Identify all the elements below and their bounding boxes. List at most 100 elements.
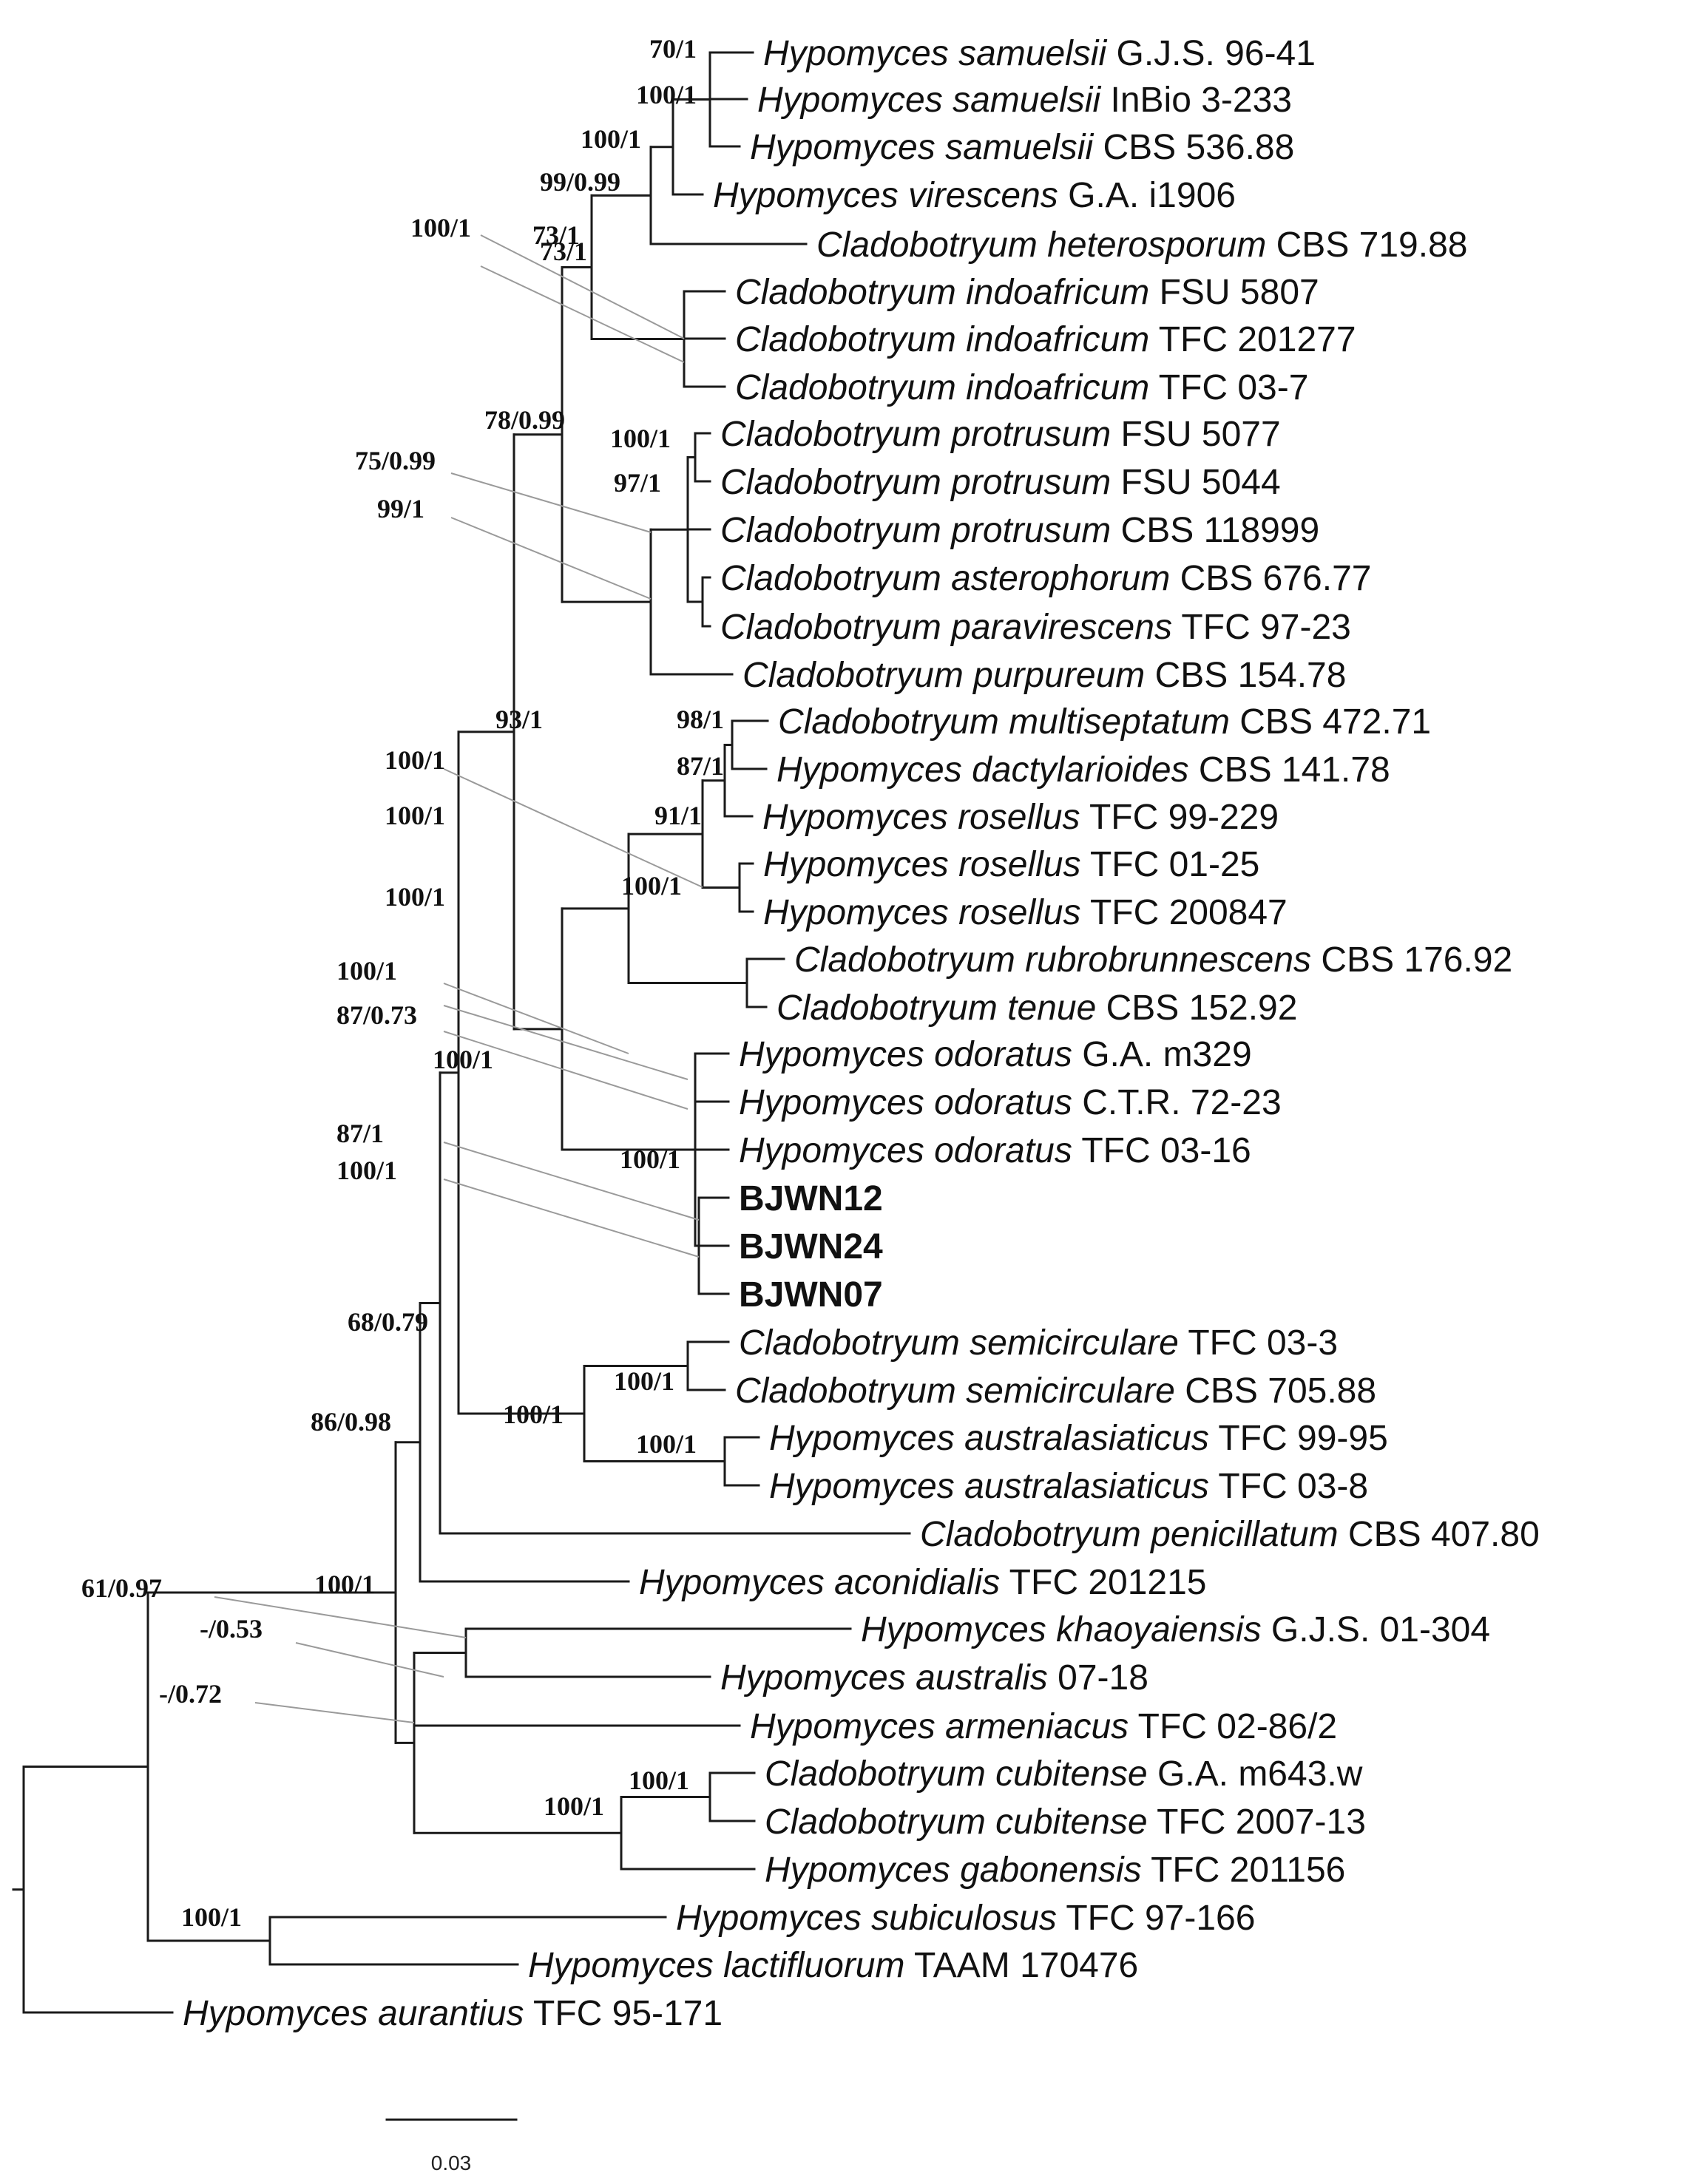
taxon-strain: CBS 141.78 <box>1189 750 1390 790</box>
taxon-strain: C.T.R. 72-23 <box>1072 1083 1282 1122</box>
taxon-label: Cladobotryum rubrobrunnescens CBS 176.92 <box>794 940 1512 980</box>
support-value: 100/1 <box>636 1429 697 1459</box>
taxon-strain: CBS 719.88 <box>1266 225 1467 265</box>
taxon-label: Hypomyces rosellus TFC 01-25 <box>763 845 1259 884</box>
scale-bar: 0.03 <box>385 2118 518 2174</box>
support-value: 86/0.98 <box>311 1407 391 1437</box>
taxon-strain: TFC 99-95 <box>1209 1419 1388 1458</box>
taxon-label: Cladobotryum semicirculare TFC 03-3 <box>739 1323 1338 1363</box>
taxon-strain: TFC 2007-13 <box>1148 1803 1366 1842</box>
taxon-label: Hypomyces samuelsii InBio 3-233 <box>757 81 1292 120</box>
support-leader <box>443 1142 700 1221</box>
taxon-strain: FSU 5077 <box>1111 415 1280 454</box>
taxon-species: Cladobotryum protrusum <box>720 415 1111 454</box>
taxon-label: Cladobotryum indoafricum FSU 5807 <box>735 273 1319 312</box>
taxon-label: Hypomyces odoratus TFC 03-16 <box>739 1131 1251 1170</box>
taxon-species: Cladobotryum asterophorum <box>720 559 1170 598</box>
taxon-strain: BJWN12 <box>739 1179 883 1218</box>
support-value: 100/1 <box>385 882 445 912</box>
taxon-species: Cladobotryum heterosporum <box>816 225 1266 265</box>
taxon-species: Hypomyces australasiaticus <box>769 1467 1209 1506</box>
support-value: 100/1 <box>544 1791 604 1821</box>
taxon-species: Cladobotryum rubrobrunnescens <box>794 940 1311 980</box>
support-value: 61/0.97 <box>81 1573 162 1603</box>
taxon-strain: 07-18 <box>1048 1658 1148 1698</box>
taxon-label: Hypomyces samuelsii G.J.S. 96-41 <box>763 34 1316 73</box>
taxon-strain: G.A. m643.w <box>1148 1754 1363 1794</box>
taxon-labels: Hypomyces samuelsii G.J.S. 96-41Hypomyce… <box>183 34 1540 2033</box>
taxon-strain: FSU 5807 <box>1149 273 1319 312</box>
taxon-label: Cladobotryum asterophorum CBS 676.77 <box>720 559 1371 598</box>
taxon-species: Hypomyces samuelsii <box>757 81 1101 120</box>
support-value: 100/1 <box>314 1570 375 1599</box>
taxon-strain: CBS 154.78 <box>1145 656 1346 695</box>
support-leader <box>450 472 652 533</box>
support-leader <box>480 234 685 339</box>
taxon-label: Hypomyces khaoyaiensis G.J.S. 01-304 <box>861 1610 1490 1649</box>
taxon-label: Hypomyces samuelsii CBS 536.88 <box>750 128 1294 167</box>
taxon-strain: CBS 152.92 <box>1096 988 1297 1028</box>
support-value: 78/0.99 <box>484 405 565 435</box>
taxon-strain: BJWN24 <box>739 1227 883 1266</box>
taxon-label: Cladobotryum multiseptatum CBS 472.71 <box>778 702 1431 742</box>
taxon-label: Cladobotryum protrusum FSU 5077 <box>720 415 1281 454</box>
taxon-label: Hypomyces virescens G.A. i1906 <box>713 176 1236 215</box>
taxon-strain: CBS 176.92 <box>1311 940 1512 980</box>
taxon-species: Hypomyces gabonensis <box>765 1851 1142 1890</box>
support-leader <box>443 1031 689 1110</box>
taxon-strain: CBS 118999 <box>1111 511 1319 550</box>
support-values: 70/1100/1100/199/0.9973/1100/173/178/0.9… <box>81 34 724 1932</box>
taxon-strain: TFC 95-171 <box>524 1994 723 2033</box>
taxon-species: Hypomyces odoratus <box>739 1131 1072 1170</box>
support-value: 97/1 <box>614 468 661 498</box>
taxon-label: Hypomyces dactylarioides CBS 141.78 <box>777 750 1390 790</box>
taxon-label: Hypomyces rosellus TFC 99-229 <box>762 798 1279 837</box>
support-value: 100/1 <box>181 1902 242 1932</box>
support-value: 100/1 <box>410 213 471 243</box>
taxon-strain: G.A. i1906 <box>1058 176 1236 215</box>
taxon-label: Hypomyces rosellus TFC 200847 <box>763 893 1288 932</box>
support-value: 87/0.73 <box>336 1000 417 1030</box>
taxon-label: Cladobotryum protrusum CBS 118999 <box>720 511 1319 550</box>
taxon-label: Cladobotryum indoafricum TFC 201277 <box>735 320 1356 359</box>
taxon-strain: TFC 201277 <box>1149 320 1356 359</box>
taxon-strain: TFC 03-7 <box>1149 368 1308 407</box>
taxon-species: Hypomyces khaoyaiensis <box>861 1610 1262 1649</box>
taxon-label: Hypomyces gabonensis TFC 201156 <box>765 1851 1345 1890</box>
taxon-species: Hypomyces australasiaticus <box>769 1419 1209 1458</box>
support-leader-lines <box>214 234 703 1723</box>
support-leader <box>443 1005 689 1080</box>
taxon-species: Cladobotryum protrusum <box>720 511 1111 550</box>
taxon-label: Hypomyces australasiaticus TFC 99-95 <box>769 1419 1388 1458</box>
taxon-species: Cladobotryum indoafricum <box>735 320 1149 359</box>
support-value: 100/1 <box>581 124 641 154</box>
taxon-label: Cladobotryum cubitense G.A. m643.w <box>765 1754 1363 1794</box>
taxon-label: Hypomyces australasiaticus TFC 03-8 <box>769 1467 1368 1506</box>
taxon-strain: TFC 01-25 <box>1080 845 1259 884</box>
support-value: 75/0.99 <box>355 446 436 475</box>
support-value: -/0.53 <box>200 1614 263 1644</box>
taxon-strain: CBS 536.88 <box>1093 128 1294 167</box>
taxon-label: Hypomyces odoratus C.T.R. 72-23 <box>739 1083 1282 1122</box>
taxon-strain: G.J.S. 01-304 <box>1262 1610 1491 1649</box>
taxon-strain: TFC 03-8 <box>1209 1467 1368 1506</box>
support-value: 100/1 <box>433 1045 493 1074</box>
taxon-strain: TFC 03-3 <box>1179 1323 1338 1363</box>
taxon-species: Cladobotryum cubitense <box>765 1754 1148 1794</box>
taxon-species: Cladobotryum cubitense <box>765 1803 1148 1842</box>
taxon-label: Cladobotryum semicirculare CBS 705.88 <box>735 1371 1376 1411</box>
support-value: 99/0.99 <box>540 167 620 197</box>
support-value: 100/1 <box>336 1156 397 1185</box>
taxon-species: Hypomyces australis <box>720 1658 1048 1698</box>
taxon-species: Cladobotryum protrusum <box>720 463 1111 502</box>
taxon-species: Hypomyces virescens <box>713 176 1058 215</box>
taxon-strain: TFC 97-23 <box>1172 608 1351 647</box>
taxon-species: Hypomyces samuelsii <box>750 128 1094 167</box>
taxon-label: Hypomyces odoratus G.A. m329 <box>739 1035 1252 1074</box>
taxon-strain: CBS 676.77 <box>1170 559 1371 598</box>
support-leader <box>443 768 703 888</box>
taxon-strain: TFC 02-86/2 <box>1129 1707 1337 1746</box>
taxon-species: Cladobotryum tenue <box>777 988 1096 1028</box>
taxon-label: Cladobotryum penicillatum CBS 407.80 <box>920 1515 1540 1554</box>
